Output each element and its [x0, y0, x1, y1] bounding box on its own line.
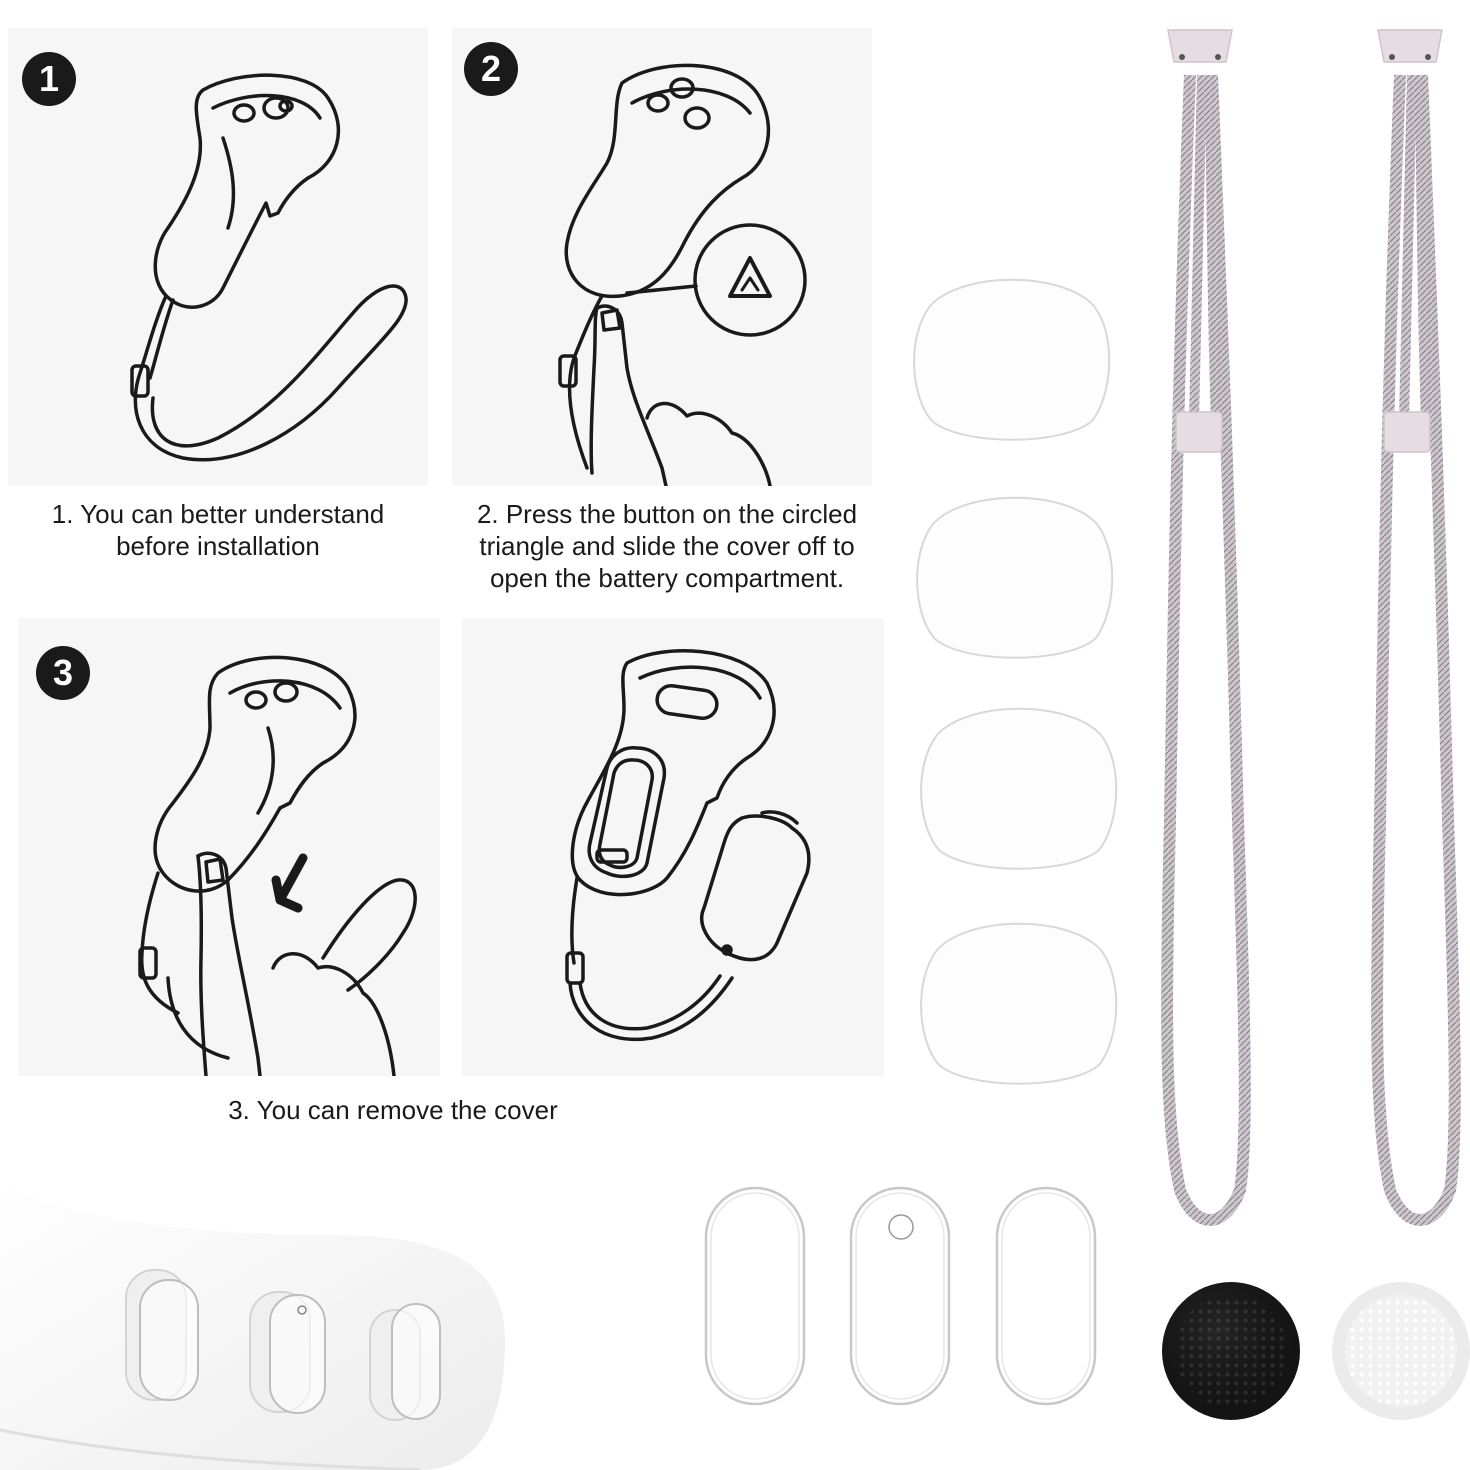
- sensor-3: [369, 1303, 441, 1421]
- sensor-1: [125, 1269, 199, 1401]
- step-3-caption-line-1: 3. You can remove the cover: [228, 1095, 558, 1125]
- round-film-2: [916, 496, 1114, 659]
- sensor-2: [249, 1291, 326, 1414]
- lanyard-1: [1161, 29, 1251, 1226]
- capsule-film-1: [704, 1186, 806, 1406]
- round-film-1: [913, 278, 1111, 441]
- controller-illustration: [130, 73, 408, 462]
- step-3-badge: 3: [36, 646, 90, 700]
- step-2-badge: 2: [464, 42, 518, 96]
- step-3-caption: 3. You can remove the cover: [18, 1094, 768, 1126]
- step-2-caption-line-3: open the battery compartment.: [489, 563, 845, 593]
- step-3-panel: 3: [18, 618, 440, 1076]
- step-1-caption-line-1: 1. You can better understand: [51, 499, 385, 529]
- step-2-caption-line-1: 2. Press the button on the circled: [476, 499, 858, 529]
- capsule-film-3: [995, 1186, 1097, 1406]
- round-film-4: [920, 922, 1118, 1085]
- headset-sensor-area: [0, 1180, 505, 1470]
- step-1-caption: 1. You can better understand before inst…: [8, 498, 428, 562]
- capsule-film-2: [849, 1186, 951, 1406]
- lanyard-2: [1371, 29, 1461, 1226]
- controller-remove-cover-illustration: [138, 655, 417, 1076]
- controller-battery-illustration: [565, 649, 811, 1042]
- round-film-3: [920, 707, 1118, 870]
- step-2-caption-line-2: triangle and slide the cover off to: [479, 531, 855, 561]
- step-1-panel: 1: [8, 28, 428, 486]
- step-2-caption: 2. Press the button on the circled trian…: [452, 498, 882, 594]
- black-thumbstick-cap: [1162, 1282, 1300, 1420]
- controller-triangle-illustration: [558, 63, 807, 486]
- battery-open-panel: [462, 618, 884, 1076]
- step-2-panel: 2: [452, 28, 872, 486]
- white-thumbstick-cap: [1332, 1282, 1470, 1420]
- step-1-badge: 1: [22, 52, 76, 106]
- step-1-caption-line-2: before installation: [116, 531, 320, 561]
